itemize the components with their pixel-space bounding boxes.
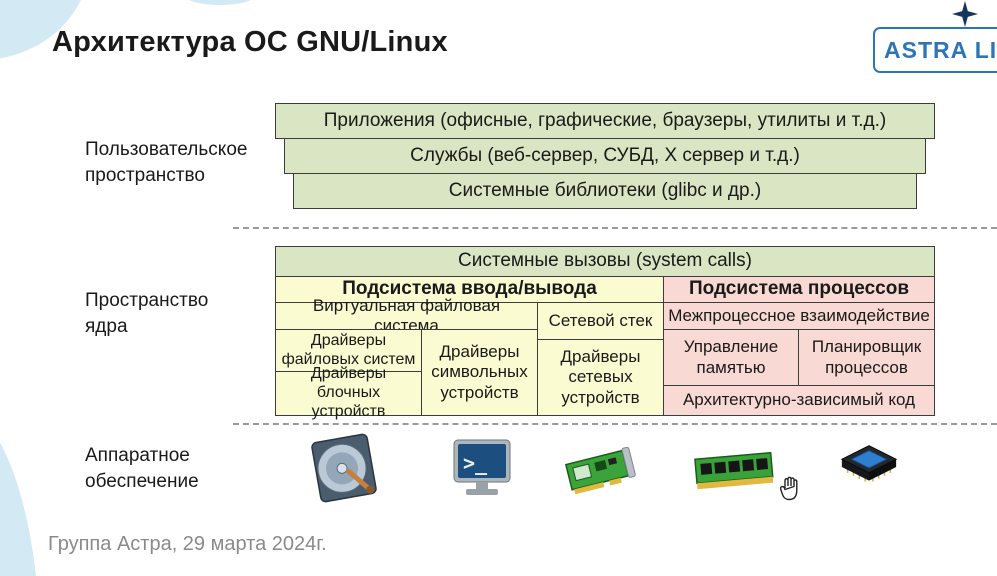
- separator-kernel-hardware: [233, 423, 997, 425]
- cell-char-drivers: Драйверы символьных устройств: [421, 329, 538, 416]
- hard-disk-icon: [311, 433, 377, 503]
- cell-ipc: Межпроцессное взаимодействие: [663, 302, 935, 330]
- footer-text: Группа Астра, 29 марта 2024г.: [48, 533, 327, 555]
- network-card-icon: [564, 446, 636, 495]
- label-hardware: Аппаратное обеспечение: [85, 445, 199, 492]
- background-blob-top: [185, 0, 255, 5]
- cell-net-drivers: Драйверы сетевых устройств: [537, 339, 664, 416]
- io-subsystem-header: Подсистема ввода/вывода: [275, 276, 664, 303]
- cell-block-drivers: Драйверы блочных устройств: [275, 365, 422, 420]
- cell-memory-management: Управление памятью: [663, 329, 799, 386]
- astra-linux-logo: ASTRA LINUX: [873, 27, 997, 73]
- star-icon: [952, 1, 978, 27]
- hand-cursor-icon: [779, 476, 798, 501]
- terminal-icon: >_: [453, 439, 511, 495]
- ram-icon: [694, 451, 774, 490]
- cpu-icon: [840, 445, 898, 482]
- cell-process-scheduler: Планировщик процессов: [798, 329, 935, 386]
- cell-fs-drivers: Драйверы файловых систем: [275, 329, 422, 372]
- cell-arch-code: Архитектурно-зависимый код: [663, 385, 935, 416]
- cell-network-stack: Сетевой стек: [537, 302, 664, 340]
- userspace-row-applications: Приложения (офисные, графические, браузе…: [275, 103, 935, 139]
- page-title: Архитектура ОС GNU/Linux: [52, 26, 448, 58]
- astra-linux-logo-text: ASTRA LINUX: [884, 36, 997, 63]
- separator-userspace-kernel: [233, 227, 997, 229]
- svg-text:>_: >_: [463, 451, 488, 475]
- userspace-row-libraries: Системные библиотеки (glibc и др.): [293, 173, 917, 209]
- cell-vfs: Виртуальная файловая система: [275, 296, 538, 335]
- label-kernel-space: Пространство ядра: [85, 290, 209, 337]
- syscalls-bar: Системные вызовы (system calls): [275, 246, 935, 277]
- process-subsystem-header: Подсистема процессов: [663, 276, 935, 303]
- userspace-row-services: Службы (веб-сервер, СУБД, X сервер и т.д…: [284, 138, 926, 174]
- label-user-space: Пользовательское пространство: [85, 139, 248, 186]
- background-blob-bottom-left: [0, 400, 40, 576]
